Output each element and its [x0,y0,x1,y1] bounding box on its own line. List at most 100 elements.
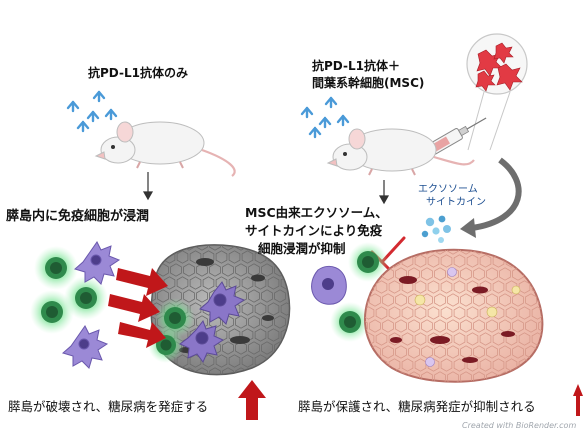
biorender-credit: Created with BioRender.com [462,421,577,430]
islet-cell [157,367,169,375]
islet-cell [395,371,407,382]
islet-cell [151,244,156,251]
islet-cell [151,367,156,375]
islet-cell [434,249,446,255]
mouse-right [326,128,475,176]
islet-cell [365,358,375,372]
islet-cell [414,254,427,268]
islet-cell [512,371,524,382]
islet-cell [365,280,375,294]
islet-cell [486,371,498,382]
islet-cell [382,371,394,382]
islet-cell [512,345,524,359]
islet-cell [215,354,228,368]
islet-cell [434,267,446,281]
islet-cell [486,319,498,333]
antibody-icons-left [66,90,118,133]
islet-cell [274,367,286,375]
islet-cell [280,354,290,368]
islet-cell [479,254,492,268]
islet-cell [254,328,267,342]
islet-cell [466,306,479,320]
islet-cell [427,332,440,346]
outside-t-cells-left [30,246,108,334]
islet-cell [241,302,254,316]
islet-cell [365,306,375,320]
antibody-icons-right [300,96,350,139]
islet-cell [408,371,420,382]
infiltration-arrows [108,268,168,348]
cytokine-label: サイトカイン [426,197,486,208]
islet-cell [531,358,543,372]
islet-cell [434,345,446,359]
islet-cell [421,267,433,281]
islet-cell [248,315,260,329]
islet-cell [499,293,511,307]
islet-cell [235,341,247,355]
islet-cell [170,244,182,251]
islet-cell [427,254,440,268]
secretion-arrow [471,157,522,231]
islet-cell [518,254,531,268]
islet-cell [248,341,260,355]
islet-cell [365,371,368,382]
islet-cell [492,358,505,372]
islet-cell [531,280,543,294]
islet-cell [401,306,414,320]
mouse-left [94,121,236,177]
islet-cell [209,244,221,251]
islet-cell [222,263,234,277]
islet-cell [414,280,427,294]
islet-cell [196,367,208,375]
islet-cell [170,367,182,375]
islet-cell [369,319,381,333]
islet-cell [395,293,407,307]
islet-cell [267,302,280,316]
islet-cell [414,306,427,320]
islet-cell [434,371,446,382]
islet-cell [473,371,485,382]
islet-cell [183,289,195,303]
exosome-cluster [421,215,451,243]
islet-cell [453,254,466,268]
islet-cell [538,249,543,255]
islet-cell [151,250,163,264]
islet-cell [453,306,466,320]
islet-cell [395,345,407,359]
islet-cell [531,254,543,268]
islet-cell [505,306,518,320]
islet-cell [248,367,260,375]
islet-cell [235,263,247,277]
islet-cell [473,345,485,359]
islet-cell [531,332,543,346]
islet-cell [209,367,221,375]
islet-cell [466,332,479,346]
islet-cell [499,249,511,255]
islet-cell [453,332,466,346]
islet-cell [241,354,254,368]
islet-cell [183,244,195,251]
islet-cell [479,358,492,372]
islet-cell [447,345,459,359]
islet-cell [228,250,241,264]
islet-cell [408,249,420,255]
immune-infiltration-label: 膵島内に免疫細胞が浸潤 [6,209,150,224]
islet-cell [538,371,543,382]
islet-cell [215,250,228,264]
islet-cell [170,263,182,277]
islet-cell [440,306,453,320]
islet-cell [473,249,485,255]
islet-cell [453,280,466,294]
islet-cell [492,280,505,294]
islet-cell [274,315,286,329]
islet-cell [447,293,459,307]
islet-cell [460,249,472,255]
islet-cell [196,244,208,251]
msc-effect-line2: サイトカインにより免疫 [245,223,383,238]
islet-cell [401,358,414,372]
islet-cell [401,280,414,294]
islet-cell [486,293,498,307]
islet-cell [440,254,453,268]
islet-cell [414,332,427,346]
